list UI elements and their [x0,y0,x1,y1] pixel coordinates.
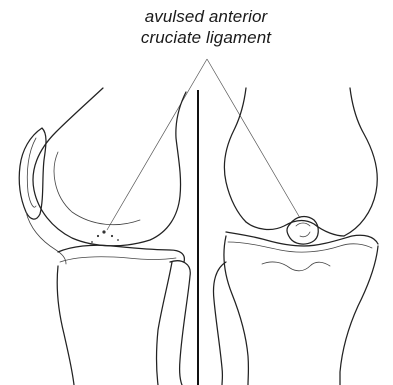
tibial-spines [262,262,330,271]
frontal-view [214,88,379,385]
tibia-frontal-right [340,246,378,385]
label-pointers [107,59,300,230]
pointer-to-lateral-view [107,59,207,230]
intercondylar-notch [246,220,344,236]
ligament-fragment-detail [296,223,310,237]
femur-condyle-inner [54,152,140,225]
femur-frontal-left [224,88,246,222]
fibula-lateral [170,261,190,385]
tibia-lateral [57,266,74,385]
meniscus-lateral [60,257,176,262]
lateral-view [19,88,190,385]
patella-inner [27,138,36,207]
femur-lateral [33,88,186,246]
tibia-frontal-left [224,236,248,385]
ligament-fragment-lateral [91,230,119,243]
fibula-frontal [214,262,227,385]
femur-frontal-right [344,88,377,236]
tibia-lateral-back [157,262,173,385]
patellar-tendon [26,212,66,264]
pointer-to-frontal-view [207,59,300,218]
